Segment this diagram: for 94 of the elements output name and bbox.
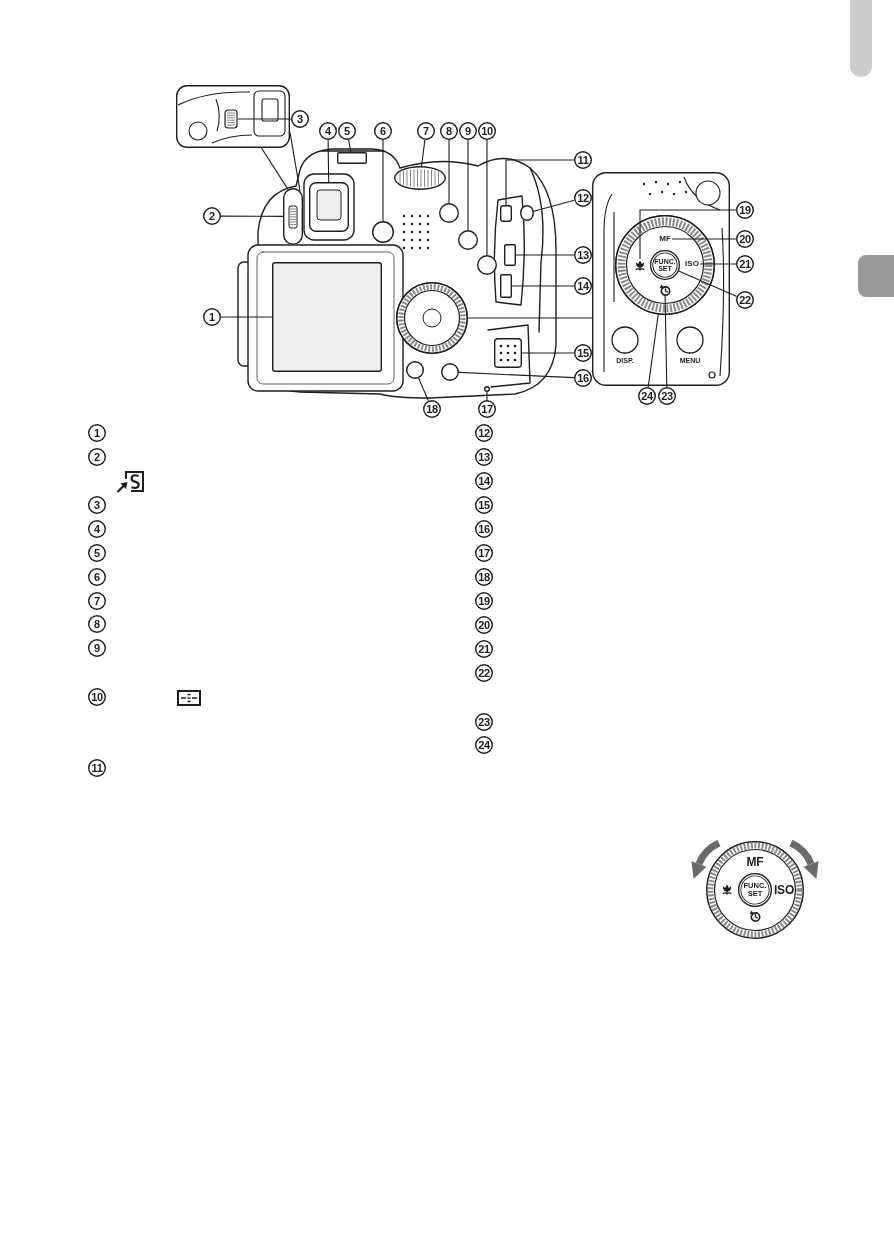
list-number: 18: [475, 568, 493, 586]
callout-number: 2: [203, 207, 221, 225]
callout-number: 21: [736, 255, 754, 273]
leader-line: [327, 139, 330, 183]
callout-number: 22: [736, 291, 754, 309]
callout-number: 11: [574, 151, 592, 169]
leader-line: [458, 371, 575, 379]
zoom-connector-line: [289, 131, 301, 192]
callout-number: 3: [291, 110, 309, 128]
list-number: 15: [475, 496, 493, 514]
leader-line: [448, 139, 450, 204]
dial-label: ISO: [773, 884, 795, 896]
leader-line: [515, 254, 575, 256]
lcd-screen: [272, 262, 382, 372]
callout-number: 13: [574, 246, 592, 264]
callout-number: 18: [423, 400, 441, 418]
magnified-inset: [592, 172, 730, 386]
leader-line: [639, 209, 737, 260]
callout-number: 17: [478, 400, 496, 418]
callout-number: 24: [638, 387, 656, 405]
callout-number: 8: [440, 122, 458, 140]
leader-line: [467, 139, 469, 231]
highlight-outline: [283, 188, 303, 245]
leader-line: [220, 215, 284, 217]
callout-number: 16: [574, 369, 592, 387]
leader-line: [348, 139, 352, 153]
terminal-port: [504, 244, 516, 266]
viewfinder-eyepiece: [309, 182, 349, 232]
small-tab: [500, 205, 512, 222]
leader-line: [647, 313, 659, 388]
leader-line: [699, 263, 737, 265]
timer-icon: [659, 284, 671, 296]
callout-number: 10: [478, 122, 496, 140]
leader-line: [382, 139, 384, 222]
callout-number: 4: [319, 122, 337, 140]
leader-line: [220, 316, 273, 318]
callout-number: 19: [736, 201, 754, 219]
leader-line: [664, 295, 668, 388]
list-number: 8: [88, 615, 106, 633]
leader-line: [678, 270, 738, 297]
list-number: 10: [88, 688, 106, 706]
list-number: 1: [88, 424, 106, 442]
vent-panel: [494, 338, 522, 368]
callout-number: 20: [736, 230, 754, 248]
list-number: 5: [88, 544, 106, 562]
list-number: 20: [475, 616, 493, 634]
list-number: 3: [88, 496, 106, 514]
leader-line: [237, 118, 292, 120]
dial-label: MF: [746, 856, 764, 868]
callout-number: 6: [374, 122, 392, 140]
leader-line: [511, 285, 575, 287]
dial-label: MF: [658, 234, 672, 244]
terminal-port: [500, 274, 512, 298]
hot-shoe: [337, 152, 367, 164]
list-number: 12: [475, 424, 493, 442]
list-number: 13: [475, 448, 493, 466]
control-dial: [706, 841, 804, 939]
zoom-connector-line: [260, 147, 289, 190]
callout-number: 7: [417, 122, 435, 140]
callout-number: 5: [338, 122, 356, 140]
callout-number: 9: [459, 122, 477, 140]
leader-line: [486, 391, 488, 401]
leader-line: [418, 377, 429, 402]
leader-line: [671, 238, 737, 240]
leader-line: [521, 352, 575, 354]
leader-line: [486, 139, 488, 256]
zoom-connector-line: [467, 317, 593, 319]
indicator-lamp: [484, 386, 490, 392]
diopter-dial: [224, 109, 238, 129]
leader-line: [533, 199, 575, 212]
list-number: 23: [475, 713, 493, 731]
callout-number: 12: [574, 189, 592, 207]
list-number: 2: [88, 448, 106, 466]
list-number: 4: [88, 520, 106, 538]
callout-number: 15: [574, 344, 592, 362]
list-number: 9: [88, 639, 106, 657]
list-number: 6: [88, 568, 106, 586]
list-number: 22: [475, 664, 493, 682]
list-number: 16: [475, 520, 493, 538]
control-dial: [615, 215, 715, 315]
list-number: 24: [475, 736, 493, 754]
leader-line: [420, 139, 426, 167]
list-number: 21: [475, 640, 493, 658]
callout-number: 1: [203, 308, 221, 326]
list-number: 7: [88, 592, 106, 610]
leader-line: [505, 159, 575, 206]
list-number: 17: [475, 544, 493, 562]
dial-label: ISO: [684, 259, 700, 269]
list-number: 19: [475, 592, 493, 610]
list-number: 14: [475, 472, 493, 490]
list-number: 11: [88, 759, 106, 777]
callout-number: 23: [658, 387, 676, 405]
flower-icon: [634, 259, 646, 271]
callout-number: 14: [574, 277, 592, 295]
